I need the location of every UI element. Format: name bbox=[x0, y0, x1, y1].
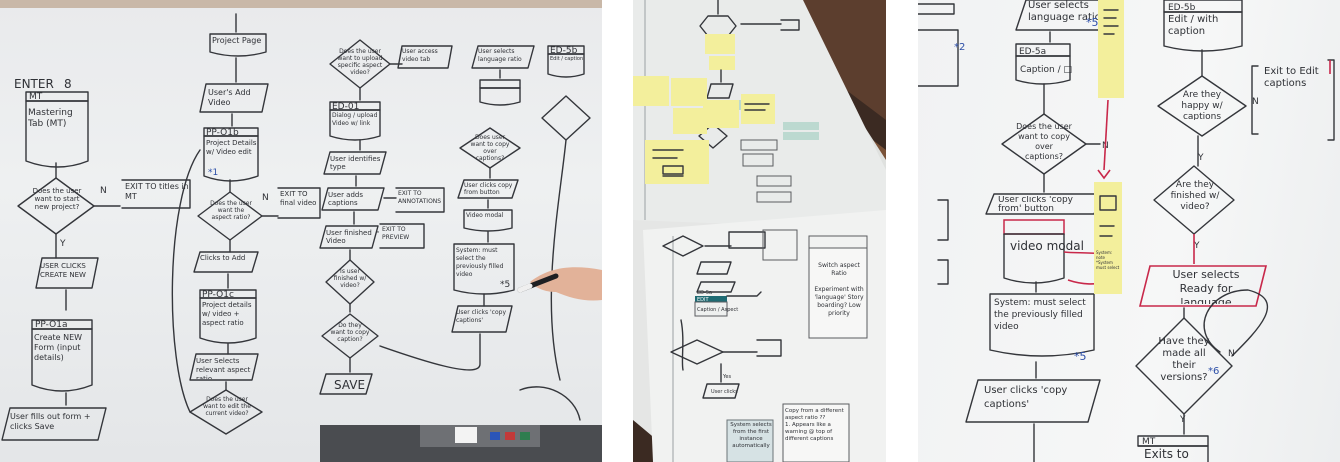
svg-text:Y: Y bbox=[1179, 415, 1186, 425]
svg-text:*6: *6 bbox=[1208, 366, 1219, 377]
svg-text:Caption / Aspect: Caption / Aspect bbox=[697, 307, 738, 313]
save-label: SAVE bbox=[334, 378, 365, 392]
svg-text:PP-O1a: PP-O1a bbox=[35, 320, 67, 330]
svg-text:*5: *5 bbox=[500, 280, 510, 290]
ready-language-box bbox=[1138, 265, 1268, 307]
svg-text:PP-O1b: PP-O1b bbox=[206, 128, 239, 138]
svg-text:Yes: Yes bbox=[722, 374, 731, 380]
svg-text:EDIT: EDIT bbox=[697, 297, 709, 303]
mt-box bbox=[25, 100, 89, 168]
svg-text:MT: MT bbox=[29, 92, 43, 102]
svg-text:Y: Y bbox=[1193, 241, 1200, 251]
whiteboard-drawing-left: ENTER 8 MT Mastering Tab (MT) Does the u… bbox=[0, 0, 602, 462]
sticky-note-middle bbox=[1094, 182, 1122, 294]
svg-text:PP-O1c: PP-O1c bbox=[202, 290, 234, 300]
svg-text:video modal: video modal bbox=[1010, 239, 1084, 253]
svg-text:Y: Y bbox=[59, 239, 66, 249]
whiteboard-photo-right: *2 User selects language ratio *5 ED-5a … bbox=[918, 0, 1340, 462]
svg-text:Caption / □: Caption / □ bbox=[1020, 65, 1072, 75]
svg-text:ED-5b: ED-5b bbox=[1168, 3, 1196, 13]
video-modal-box bbox=[1003, 233, 1065, 284]
svg-text:MT: MT bbox=[1142, 437, 1156, 447]
svg-text:8: 8 bbox=[64, 77, 72, 91]
svg-text:ED-01: ED-01 bbox=[332, 102, 359, 112]
svg-text:User clicks: User clicks bbox=[711, 389, 738, 395]
whiteboard-photo-left: ENTER 8 MT Mastering Tab (MT) Does the u… bbox=[0, 0, 602, 462]
svg-text:Exits to: Exits to bbox=[1144, 447, 1189, 461]
svg-text:ED-5b: ED-5b bbox=[550, 46, 578, 56]
svg-text:ED-5a: ED-5a bbox=[697, 290, 712, 296]
svg-text:*1: *1 bbox=[208, 168, 218, 178]
svg-text:Y: Y bbox=[1197, 153, 1204, 163]
hand-photo bbox=[530, 267, 602, 301]
enter-heading: ENTER bbox=[14, 77, 54, 91]
happy-decision bbox=[1157, 75, 1247, 137]
marker-box bbox=[455, 427, 477, 443]
svg-text:N: N bbox=[1228, 349, 1235, 359]
svg-text:N: N bbox=[1252, 97, 1259, 107]
svg-text:N: N bbox=[262, 193, 269, 203]
svg-text:ED-5a: ED-5a bbox=[1019, 47, 1046, 57]
cable-line bbox=[519, 386, 581, 421]
svg-text:N: N bbox=[100, 186, 107, 196]
svg-text:*5: *5 bbox=[1086, 16, 1099, 29]
user-clicks-create bbox=[35, 257, 99, 289]
whiteboard-drawing-right: *2 User selects language ratio *5 ED-5a … bbox=[918, 0, 1335, 462]
sticky-note-large bbox=[645, 140, 709, 184]
svg-text:*2: *2 bbox=[954, 42, 965, 53]
sticky-note-top bbox=[1098, 0, 1124, 98]
sticky-note bbox=[633, 76, 669, 106]
svg-text:*5: *5 bbox=[1074, 350, 1087, 363]
